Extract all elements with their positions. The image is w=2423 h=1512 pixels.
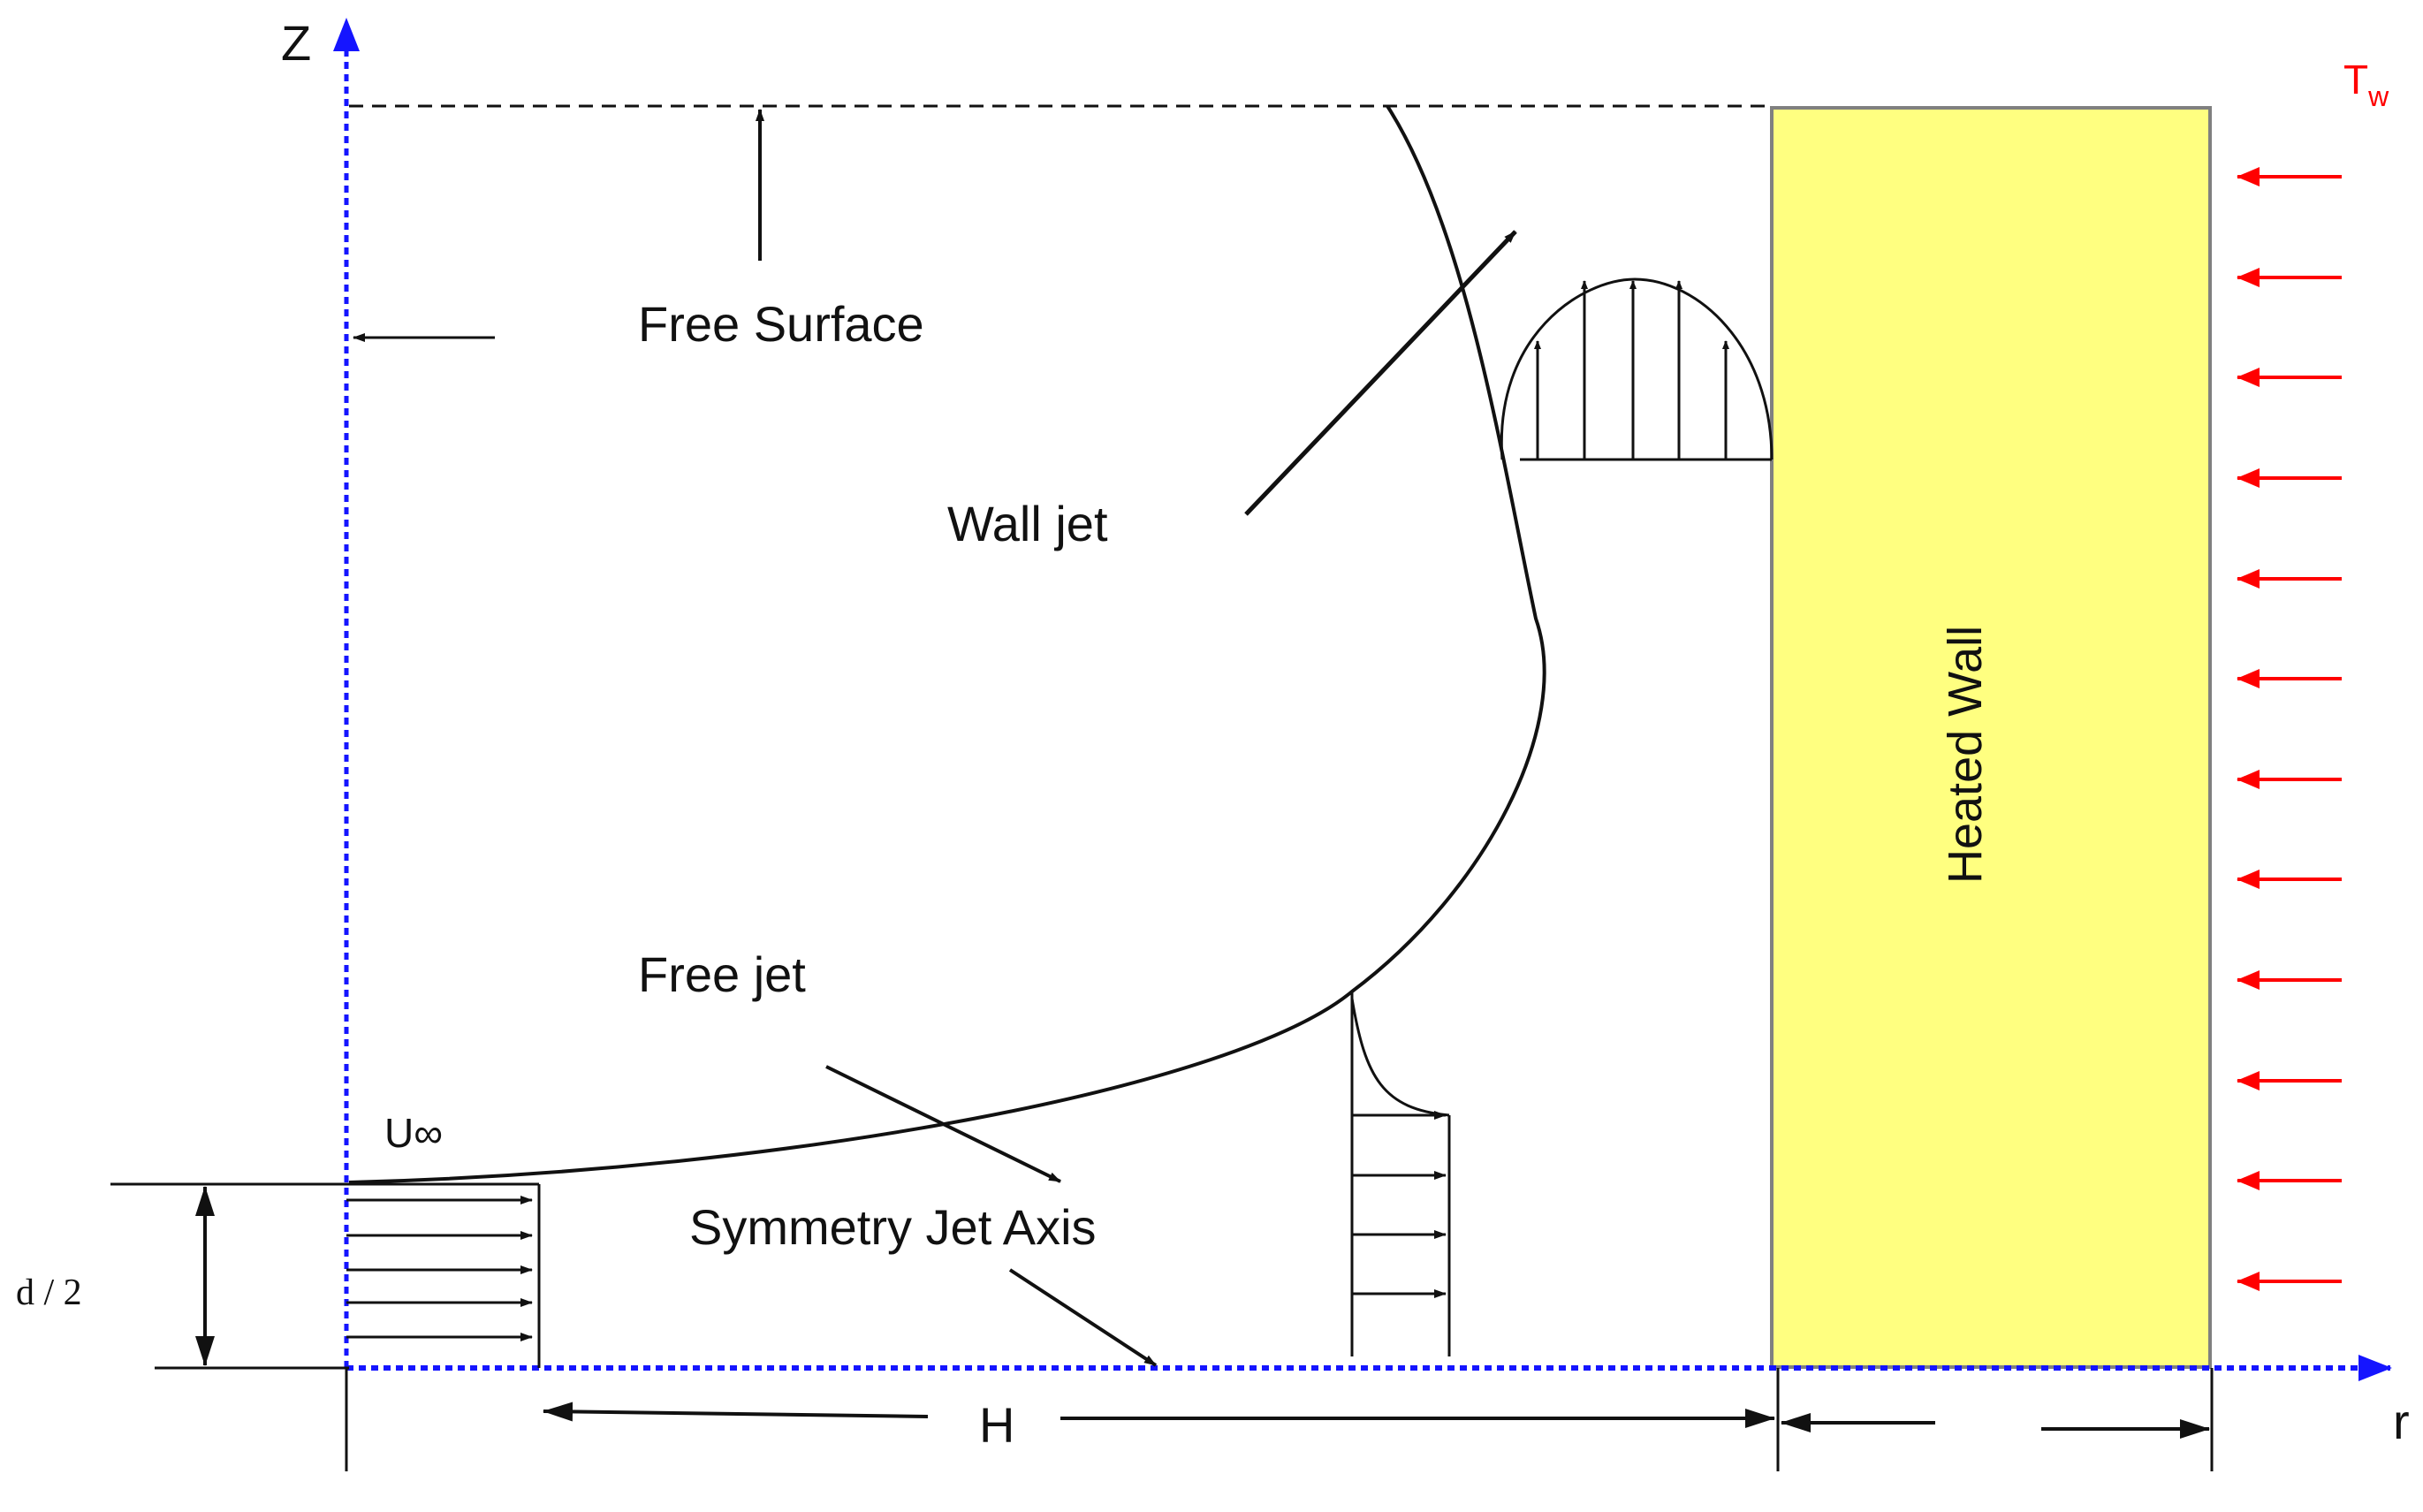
heated-wall-label: Heated Wall <box>1939 626 1992 884</box>
d-half-label: d / 2 <box>16 1273 82 1313</box>
h-dimension-label: H <box>979 1397 1014 1453</box>
h-dimension <box>345 1368 2214 1471</box>
inlet-velocity-profile <box>346 1182 541 1368</box>
d-half-dimension <box>110 1182 349 1370</box>
symmetry-axis-label: Symmetry Jet Axis <box>689 1199 1097 1255</box>
wall-jet-velocity-profile <box>1500 277 1774 461</box>
wall-temperature-label: Tw <box>2343 57 2389 112</box>
free-jet-velocity-profile <box>1350 992 1451 1356</box>
wall-jet-pointer-arrow <box>1244 230 1517 516</box>
symmetry-axis-pointer-arrow <box>1008 1268 1158 1367</box>
u-infinity-label: U∞ <box>384 1110 443 1156</box>
z-axis-label: Z <box>281 15 311 71</box>
heated-wall <box>1770 106 2212 1369</box>
free-surface-label: Free Surface <box>638 296 924 352</box>
jet-boundary-curve <box>348 104 1546 1184</box>
heat-flux-arrows <box>2237 167 2342 1291</box>
free-jet-pointer-arrow <box>825 1065 1061 1183</box>
free-jet-label: Free jet <box>638 946 806 1002</box>
r-axis-label: r <box>2393 1394 2410 1449</box>
wall-temperature-symbol: T <box>2343 57 2368 103</box>
wall-jet-label: Wall jet <box>947 496 1108 551</box>
wall-temperature-subscript: w <box>2367 80 2389 112</box>
